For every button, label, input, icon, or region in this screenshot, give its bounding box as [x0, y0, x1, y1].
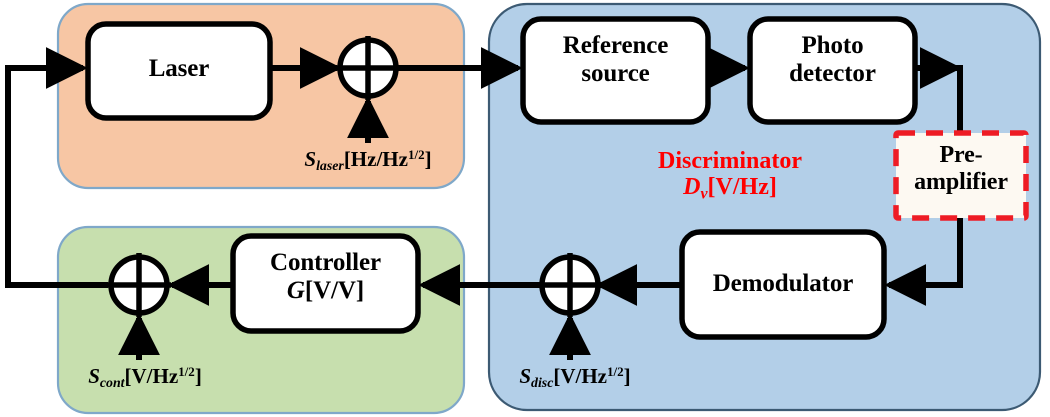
connector-feedback-loop: [5, 47, 108, 288]
block-controller[interactable]: [230, 233, 421, 334]
summing-junction-laser: [336, 36, 400, 100]
summing-junction-discriminator: [538, 253, 602, 317]
block-pre-amplifier[interactable]: [893, 130, 1029, 221]
connector-preamp-to-demodulator: [884, 218, 963, 306]
summing-junction-controller: [107, 253, 171, 317]
block-photo-detector[interactable]: [747, 16, 918, 125]
block-reference-source[interactable]: [520, 16, 711, 125]
block-laser[interactable]: [85, 21, 273, 121]
block-demodulator[interactable]: [679, 229, 887, 340]
